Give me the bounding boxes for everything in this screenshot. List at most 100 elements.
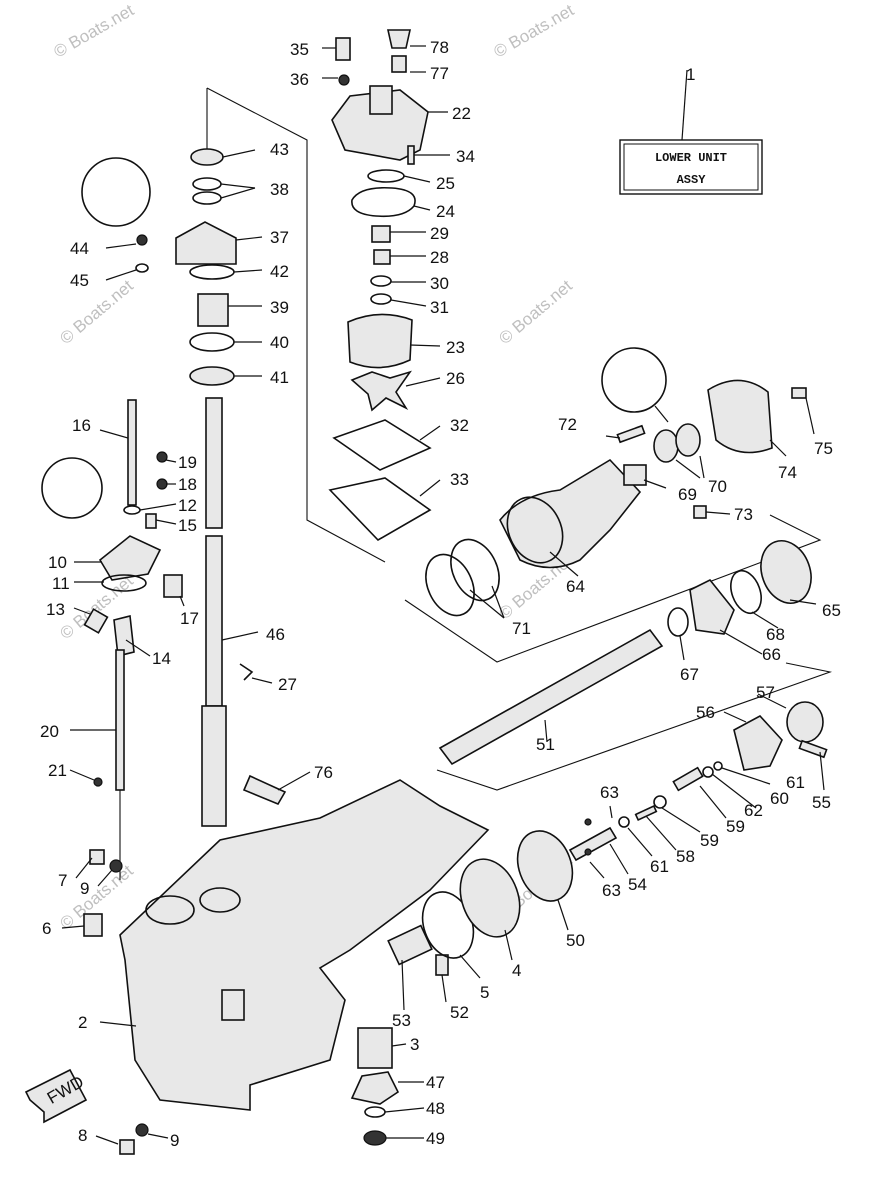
label-57: 57 bbox=[756, 683, 775, 702]
part-4 bbox=[459, 858, 521, 938]
part-64 bbox=[499, 458, 642, 569]
box-line1: LOWER UNIT bbox=[655, 151, 727, 165]
part-76 bbox=[242, 774, 287, 806]
housing-insert bbox=[221, 989, 245, 1021]
part-60 bbox=[702, 766, 714, 778]
label-21: 21 bbox=[48, 761, 67, 780]
part-13 bbox=[83, 608, 109, 634]
label-34: 34 bbox=[456, 147, 475, 166]
label-41: 41 bbox=[270, 368, 289, 387]
fwd-arrow bbox=[24, 1068, 88, 1124]
part-66 bbox=[689, 578, 735, 635]
part-63-upper bbox=[584, 818, 592, 826]
part-70a bbox=[653, 429, 679, 463]
label-19: 19 bbox=[178, 453, 197, 472]
label-43: 43 bbox=[270, 140, 289, 159]
box-line2: ASSY bbox=[677, 173, 707, 187]
label-48: 48 bbox=[426, 1099, 445, 1118]
label-40: 40 bbox=[270, 333, 289, 352]
part-61 bbox=[713, 761, 723, 771]
watermark: © Boats.net bbox=[51, 0, 138, 61]
part-71a bbox=[425, 553, 475, 617]
part-11 bbox=[101, 574, 147, 592]
label-37: 37 bbox=[270, 228, 289, 247]
label-25: 25 bbox=[436, 174, 455, 193]
label-59b: 59 bbox=[726, 817, 745, 836]
part-67 bbox=[667, 607, 689, 637]
part-37 bbox=[175, 221, 237, 265]
label-28: 28 bbox=[430, 248, 449, 267]
label-53: 53 bbox=[392, 1011, 411, 1030]
label-77: 77 bbox=[430, 64, 449, 83]
label-31: 31 bbox=[430, 298, 449, 317]
part-59 bbox=[653, 795, 667, 809]
label-47: 47 bbox=[426, 1073, 445, 1092]
part-42 bbox=[189, 264, 235, 280]
part-49 bbox=[363, 1130, 387, 1146]
label-17: 17 bbox=[180, 609, 199, 628]
label-7: 7 bbox=[58, 871, 67, 890]
part-25 bbox=[367, 169, 405, 183]
detail-12 bbox=[41, 457, 103, 519]
lower-unit-assy-box: LOWER UNIT ASSY bbox=[619, 69, 763, 195]
part-labels: 35 36 78 77 22 34 25 24 29 28 30 31 23 2… bbox=[40, 38, 841, 1150]
part-47 bbox=[350, 1071, 400, 1105]
label-1: 1 bbox=[686, 65, 695, 84]
part-46 bbox=[205, 535, 223, 707]
label-49: 49 bbox=[426, 1129, 445, 1148]
part-19 bbox=[156, 451, 168, 463]
part-57 bbox=[786, 701, 824, 743]
label-64: 64 bbox=[566, 577, 585, 596]
part-15 bbox=[145, 513, 157, 529]
part-58 bbox=[634, 804, 658, 822]
detail-38 bbox=[81, 157, 151, 227]
label-32: 32 bbox=[450, 416, 469, 435]
label-29: 29 bbox=[430, 224, 449, 243]
label-61: 61 bbox=[786, 773, 805, 792]
part-75 bbox=[791, 387, 807, 399]
part-62 bbox=[672, 766, 704, 792]
part-14 bbox=[113, 615, 135, 657]
driveshaft-bracket bbox=[206, 87, 386, 563]
part-6 bbox=[83, 913, 103, 937]
part-29 bbox=[371, 225, 391, 243]
part-73 bbox=[693, 505, 707, 519]
label-23: 23 bbox=[446, 338, 465, 357]
part-56 bbox=[733, 715, 783, 771]
part-35 bbox=[335, 37, 351, 61]
part-3 bbox=[357, 1027, 393, 1069]
label-54: 54 bbox=[628, 875, 647, 894]
part-17 bbox=[163, 574, 183, 598]
part-22 bbox=[331, 89, 429, 161]
part-46-upper bbox=[205, 397, 223, 529]
part-41 bbox=[189, 366, 235, 386]
part-9-lower bbox=[135, 1123, 149, 1137]
part-7 bbox=[89, 849, 105, 865]
label-58: 58 bbox=[676, 847, 695, 866]
label-38: 38 bbox=[270, 180, 289, 199]
label-69: 69 bbox=[678, 485, 697, 504]
label-65: 65 bbox=[822, 601, 841, 620]
label-8: 8 bbox=[78, 1126, 87, 1145]
housing-bore-1 bbox=[145, 895, 195, 925]
label-66: 66 bbox=[762, 645, 781, 664]
label-24: 24 bbox=[436, 202, 455, 221]
part-78 bbox=[387, 29, 411, 49]
label-16: 16 bbox=[72, 416, 91, 435]
watermark: © Boats.net bbox=[56, 276, 137, 348]
part-28 bbox=[373, 249, 391, 265]
label-63a: 63 bbox=[600, 783, 619, 802]
label-15: 15 bbox=[178, 516, 197, 535]
part-61-lower bbox=[618, 816, 630, 828]
label-42: 42 bbox=[270, 262, 289, 281]
gearcase-housing bbox=[119, 774, 490, 1111]
label-44: 44 bbox=[70, 239, 89, 258]
part-31 bbox=[370, 293, 392, 305]
part-21 bbox=[93, 777, 103, 787]
part-8 bbox=[119, 1139, 135, 1155]
label-12: 12 bbox=[178, 496, 197, 515]
part-46-lower bbox=[201, 705, 227, 827]
label-30: 30 bbox=[430, 274, 449, 293]
label-76: 76 bbox=[314, 763, 333, 782]
part-51 bbox=[438, 628, 664, 766]
